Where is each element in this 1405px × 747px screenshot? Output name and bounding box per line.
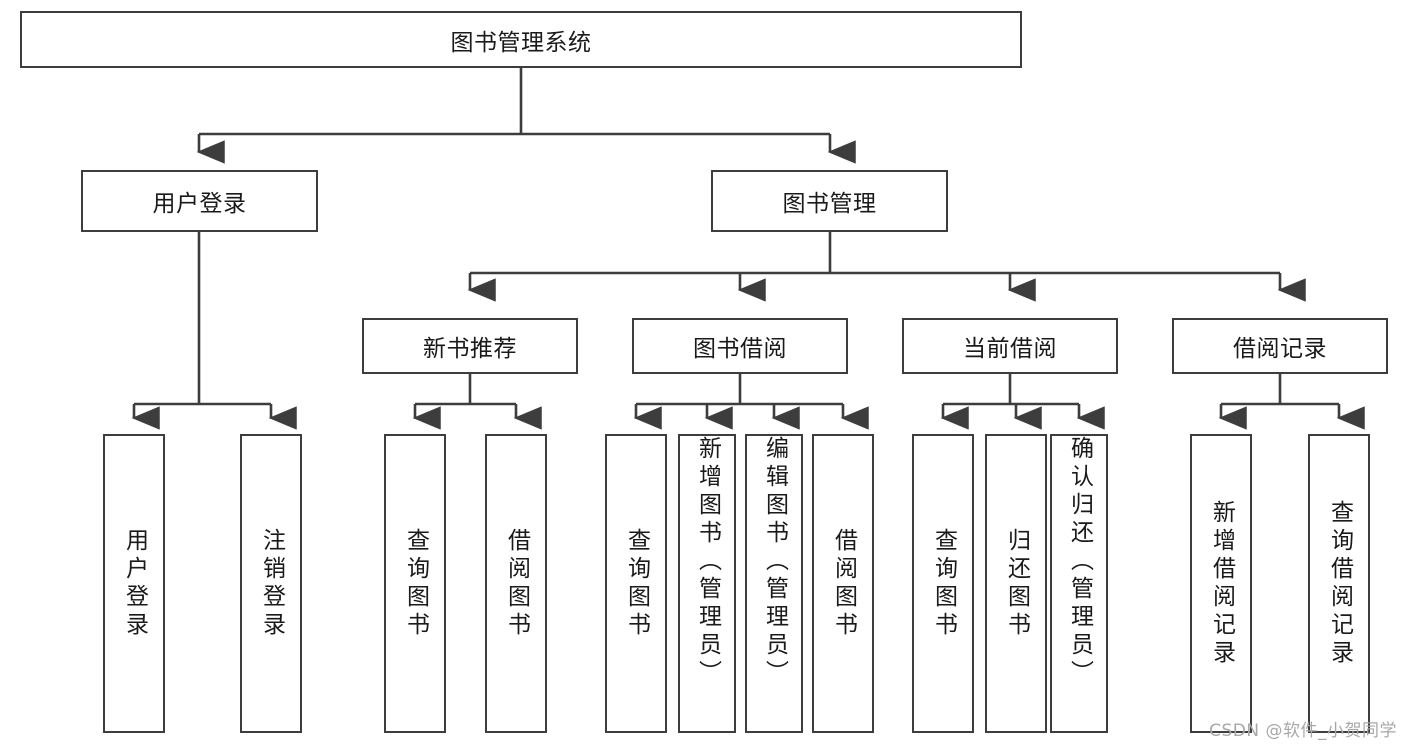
node-borrow-record[interactable]: 借阅记录 — [1172, 318, 1388, 374]
leaf-borrow-book-1[interactable]: 借阅图书 — [485, 434, 547, 733]
leaf-logout[interactable]: 注销登录 — [240, 434, 302, 733]
node-book-borrow[interactable]: 图书借阅 — [632, 318, 848, 374]
leaf-query-book-2[interactable]: 查询图书 — [605, 434, 667, 733]
leaf-query-record[interactable]: 查询借阅记录 — [1308, 434, 1370, 733]
csdn-watermark: CSDN @软件_小贺同学 — [1209, 721, 1397, 741]
node-new-book-rec-label: 新书推荐 — [423, 336, 517, 362]
leaf-user-login-label: 用户登录 — [121, 527, 148, 640]
node-current-borrow[interactable]: 当前借阅 — [902, 318, 1118, 374]
leaf-query-book-1[interactable]: 查询图书 — [384, 434, 446, 733]
leaf-add-book-label: 新增图书（管理员） — [694, 436, 721, 688]
leaf-add-record-label: 新增借阅记录 — [1208, 499, 1235, 668]
leaf-query-book-1-label: 查询图书 — [402, 527, 429, 640]
leaf-borrow-book-1-label: 借阅图书 — [503, 527, 530, 640]
leaf-borrow-book-2[interactable]: 借阅图书 — [812, 434, 874, 733]
leaf-edit-book-label: 编辑图书（管理员） — [761, 436, 788, 688]
node-root-label: 图书管理系统 — [450, 29, 592, 56]
leaf-confirm-return-label: 确认归还（管理员） — [1066, 436, 1093, 688]
leaf-borrow-book-2-label: 借阅图书 — [830, 527, 857, 640]
leaf-query-book-3-label: 查询图书 — [930, 527, 957, 640]
node-new-book-rec[interactable]: 新书推荐 — [362, 318, 578, 374]
leaf-query-book-3[interactable]: 查询图书 — [912, 434, 974, 733]
node-book-borrow-label: 图书借阅 — [693, 336, 787, 362]
node-user-login-label: 用户登录 — [152, 191, 247, 217]
node-user-login[interactable]: 用户登录 — [81, 170, 318, 232]
leaf-logout-label: 注销登录 — [258, 527, 285, 640]
node-book-manage[interactable]: 图书管理 — [711, 170, 948, 232]
leaf-add-record[interactable]: 新增借阅记录 — [1190, 434, 1252, 733]
node-current-borrow-label: 当前借阅 — [963, 336, 1057, 362]
leaf-query-book-2-label: 查询图书 — [623, 527, 650, 640]
leaf-edit-book[interactable]: 编辑图书（管理员） — [745, 434, 803, 733]
node-borrow-record-label: 借阅记录 — [1233, 336, 1327, 362]
leaf-confirm-return[interactable]: 确认归还（管理员） — [1050, 434, 1108, 733]
leaf-return-book[interactable]: 归还图书 — [985, 434, 1047, 733]
leaf-user-login[interactable]: 用户登录 — [103, 434, 165, 733]
leaf-add-book[interactable]: 新增图书（管理员） — [678, 434, 736, 733]
leaf-query-record-label: 查询借阅记录 — [1326, 499, 1353, 668]
leaf-return-book-label: 归还图书 — [1003, 527, 1030, 640]
node-root[interactable]: 图书管理系统 — [20, 11, 1022, 68]
node-book-manage-label: 图书管理 — [782, 191, 877, 217]
